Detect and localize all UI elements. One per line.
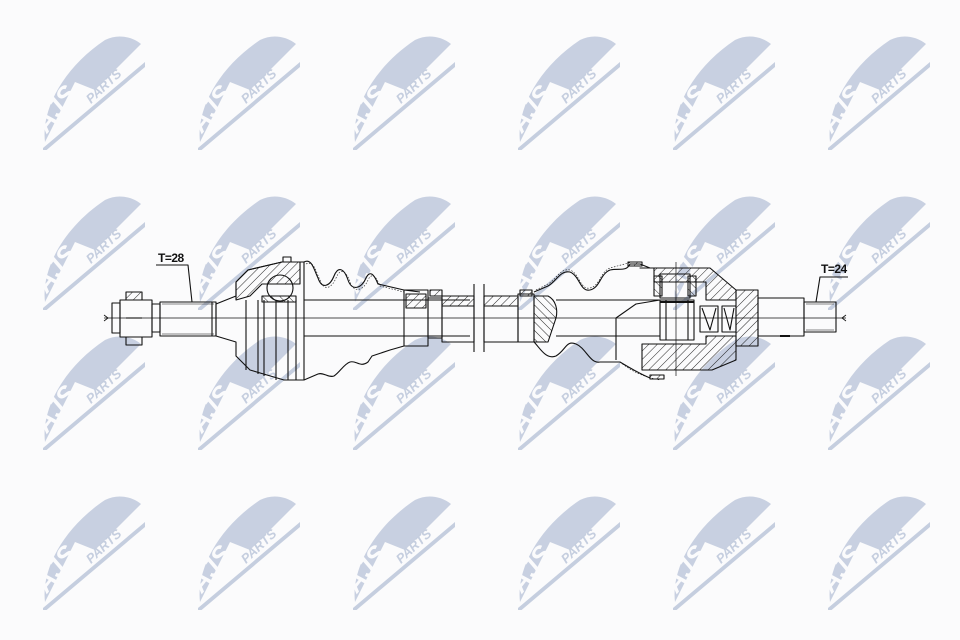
inner-tripod-joint	[639, 262, 759, 376]
ajs-parts-watermark: AJS PARTS	[35, 330, 145, 450]
ajs-parts-watermark: AJS PARTS	[35, 490, 145, 610]
ajs-parts-watermark: AJS PARTS	[345, 190, 455, 310]
ajs-parts-watermark: AJS PARTS	[345, 330, 455, 450]
ajs-parts-watermark: AJS PARTS	[190, 330, 300, 450]
spline-label-left: T=28	[158, 251, 185, 265]
ajs-parts-watermark: AJS PARTS	[35, 30, 145, 150]
inner-boot-bottom	[533, 341, 651, 379]
ajs-parts-watermark: AJS PARTS	[665, 30, 775, 150]
ajs-parts-watermark: AJS PARTS	[190, 190, 300, 310]
ajs-parts-watermark: AJS PARTS	[665, 330, 775, 450]
axle-nut	[111, 291, 161, 346]
intermediate-shaft	[304, 284, 558, 352]
outer-cv-joint	[215, 256, 305, 381]
ajs-parts-watermark: AJS PARTS	[35, 190, 145, 310]
ajs-parts-watermark: AJS PARTS	[820, 490, 930, 610]
outer-boot-bottom	[303, 345, 405, 381]
spline-label-right: T=24	[821, 262, 848, 276]
ajs-parts-watermark: AJS PARTS	[820, 190, 930, 310]
ajs-parts-watermark: AJS PARTS	[820, 330, 930, 450]
outer-spline	[159, 301, 217, 337]
ajs-parts-watermark: AJS PARTS	[190, 30, 300, 150]
ajs-parts-watermark: AJS PARTS	[820, 30, 930, 150]
inner-stub	[757, 297, 837, 337]
inner-boot-top	[533, 263, 651, 293]
ajs-parts-watermark: AJS PARTS	[190, 490, 300, 610]
ajs-parts-watermark: AJS PARTS	[345, 30, 455, 150]
ajs-parts-watermark: AJS PARTS	[345, 490, 455, 610]
ajs-parts-watermark: AJS PARTS	[510, 490, 620, 610]
outer-boot-top	[303, 260, 421, 293]
ajs-parts-watermark: AJS PARTS	[510, 330, 620, 450]
ajs-parts-watermark: AJS PARTS	[510, 30, 620, 150]
ajs-parts-watermark: AJS PARTS	[665, 490, 775, 610]
